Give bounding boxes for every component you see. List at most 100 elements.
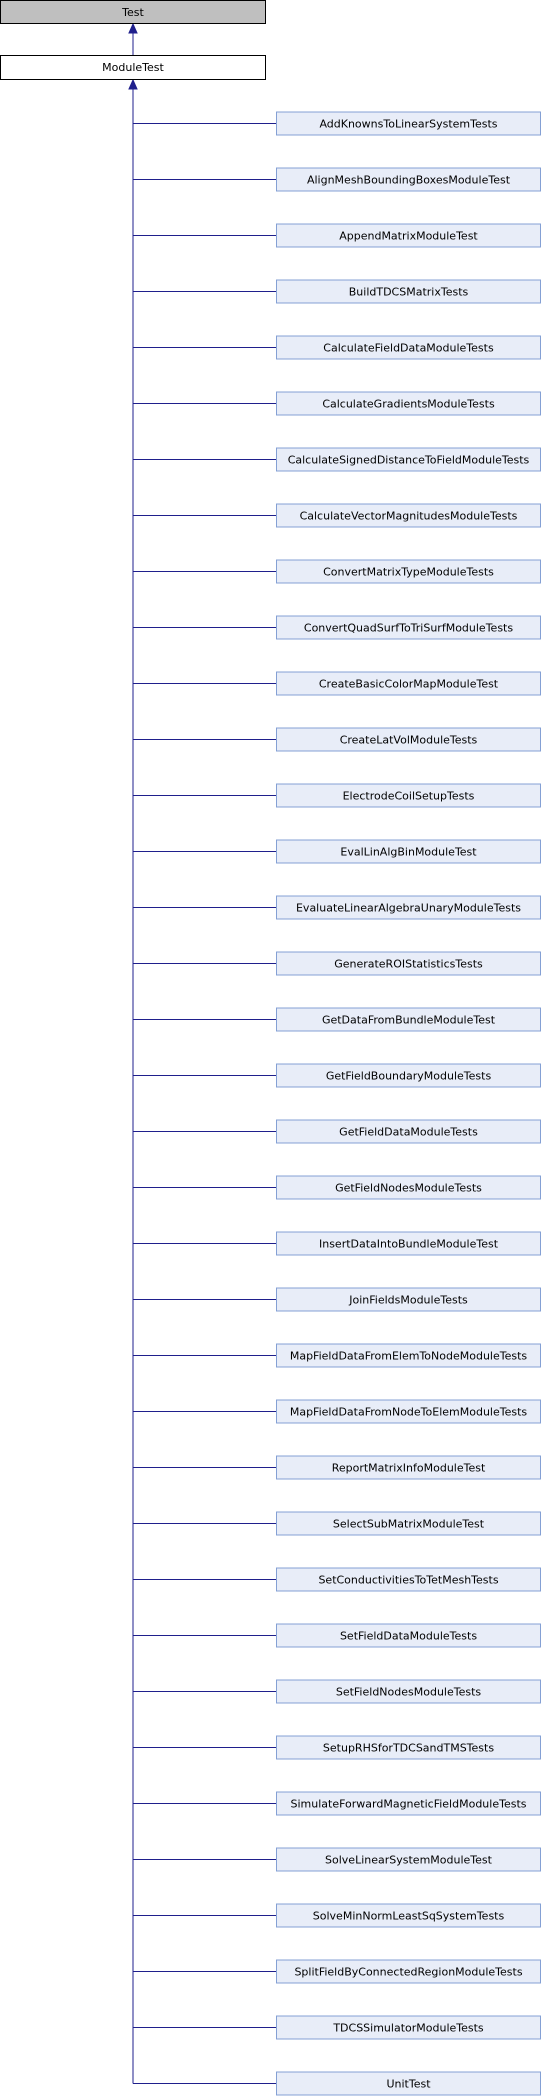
node-mapfielddatafromnodetoelemmoduletests[interactable]: MapFieldDataFromNodeToElemModuleTests: [276, 1399, 541, 1424]
node-getfieldboundarymoduletests-box: [276, 1063, 541, 1088]
node-evaluatelinearalgebraunarymoduletests-label: EvaluateLinearAlgebraUnaryModuleTests: [296, 902, 521, 915]
node-evaluatelinearalgebraunarymoduletests-box: [276, 895, 541, 920]
node-getdatafrombundlemoduletest[interactable]: GetDataFromBundleModuleTest: [276, 1007, 541, 1032]
node-setconductivitiestotetmeshtests[interactable]: SetConductivitiesToTetMeshTests: [276, 1567, 541, 1592]
inheritance-edges: [128, 22, 276, 2084]
node-evaluatelinearalgebraunarymoduletests[interactable]: EvaluateLinearAlgebraUnaryModuleTests: [276, 895, 541, 920]
node-generateroistatisticstests[interactable]: GenerateROIStatisticsTests: [276, 951, 541, 976]
node-createbasiccolormapmoduletest[interactable]: CreateBasicColorMapModuleTest: [276, 671, 541, 696]
node-setfielddatamoduletests-label: SetFieldDataModuleTests: [340, 1630, 477, 1643]
node-splitfieldbyconnectedregionmoduletests[interactable]: SplitFieldByConnectedRegionModuleTests: [276, 1959, 541, 1984]
node-test-label: Test: [121, 6, 144, 19]
node-calculatevectormagnitudesmoduletests[interactable]: CalculateVectorMagnitudesModuleTests: [276, 503, 541, 528]
node-getfieldnodesmoduletests-box: [276, 1175, 541, 1200]
node-simulateforwardmagneticfieldmoduletests-box: [276, 1791, 541, 1816]
node-insertdataintobundlemoduletest-box: [276, 1231, 541, 1256]
node-tdcssimulatormoduletests[interactable]: TDCSSimulatorModuleTests: [276, 2015, 541, 2040]
node-appendmatrixmoduletest-label: AppendMatrixModuleTest: [339, 230, 478, 243]
node-generateroistatisticstests-label: GenerateROIStatisticsTests: [334, 958, 483, 971]
node-joinfieldsmoduletests[interactable]: JoinFieldsModuleTests: [276, 1287, 541, 1312]
node-evallinalgbinmoduletest-label: EvalLinAlgBinModuleTest: [340, 846, 477, 859]
node-getfieldnodesmoduletests-label: GetFieldNodesModuleTests: [335, 1182, 482, 1195]
node-addknownstolinearsystemtests-box: [276, 111, 541, 136]
node-addknownstolinearsystemtests[interactable]: AddKnownsToLinearSystemTests: [276, 111, 541, 136]
node-getfielddatamoduletests-box: [276, 1119, 541, 1144]
node-getfieldboundarymoduletests[interactable]: GetFieldBoundaryModuleTests: [276, 1063, 541, 1088]
node-alignmeshboundingboxesmoduletest-label: AlignMeshBoundingBoxesModuleTest: [307, 174, 511, 187]
node-setconductivitiestotetmeshtests-label: SetConductivitiesToTetMeshTests: [318, 1574, 498, 1587]
node-setuprhsfortdcsandtmstests[interactable]: SetupRHSforTDCSandTMSTests: [276, 1735, 541, 1760]
node-electrodecoilsetuptests[interactable]: ElectrodeCoilSetupTests: [276, 783, 541, 808]
node-calculatesigneddistancetofieldmoduletests-box: [276, 447, 541, 472]
node-calculatevectormagnitudesmoduletests-box: [276, 503, 541, 528]
node-joinfieldsmoduletests-box: [276, 1287, 541, 1312]
node-getfieldnodesmoduletests[interactable]: GetFieldNodesModuleTests: [276, 1175, 541, 1200]
node-alignmeshboundingboxesmoduletest[interactable]: AlignMeshBoundingBoxesModuleTest: [276, 167, 541, 192]
node-mapfielddatafromelemtonodemoduletests-box: [276, 1343, 541, 1368]
node-calculatefielddatamoduletests-label: CalculateFieldDataModuleTests: [323, 342, 494, 355]
node-appendmatrixmoduletest-box: [276, 223, 541, 248]
node-simulateforwardmagneticfieldmoduletests-label: SimulateForwardMagneticFieldModuleTests: [291, 1798, 527, 1811]
node-moduletest[interactable]: ModuleTest: [0, 55, 266, 80]
node-buildtdcsmatrixtests-box: [276, 279, 541, 304]
node-setfielddatamoduletests-box: [276, 1623, 541, 1648]
node-calculatesigneddistancetofieldmoduletests[interactable]: CalculateSignedDistanceToFieldModuleTest…: [276, 447, 541, 472]
node-solvelinearsystemmoduletest-label: SolveLinearSystemModuleTest: [325, 1854, 493, 1867]
node-convertmatrixtypemoduletests-box: [276, 559, 541, 584]
node-createlatvolmoduletests[interactable]: CreateLatVolModuleTests: [276, 727, 541, 752]
node-selectsubmatrixmoduletest-label: SelectSubMatrixModuleTest: [333, 1518, 485, 1531]
node-unittest[interactable]: UnitTest: [276, 2071, 541, 2096]
node-evallinalgbinmoduletest-box: [276, 839, 541, 864]
node-createbasiccolormapmoduletest-label: CreateBasicColorMapModuleTest: [319, 678, 499, 691]
node-setfieldnodesmoduletests-label: SetFieldNodesModuleTests: [336, 1686, 482, 1699]
node-calculatevectormagnitudesmoduletests-label: CalculateVectorMagnitudesModuleTests: [300, 510, 518, 523]
node-evallinalgbinmoduletest[interactable]: EvalLinAlgBinModuleTest: [276, 839, 541, 864]
node-alignmeshboundingboxesmoduletest-box: [276, 167, 541, 192]
node-getfieldboundarymoduletests-label: GetFieldBoundaryModuleTests: [326, 1070, 492, 1083]
node-setfielddatamoduletests[interactable]: SetFieldDataModuleTests: [276, 1623, 541, 1648]
node-getdatafrombundlemoduletest-label: GetDataFromBundleModuleTest: [322, 1014, 496, 1027]
node-convertquadsurftotrisurfmoduletests-label: ConvertQuadSurfToTriSurfModuleTests: [304, 622, 513, 635]
node-createlatvolmoduletests-box: [276, 727, 541, 752]
node-convertquadsurftotrisurfmoduletests[interactable]: ConvertQuadSurfToTriSurfModuleTests: [276, 615, 541, 640]
node-solvelinearsystemmoduletest[interactable]: SolveLinearSystemModuleTest: [276, 1847, 541, 1872]
node-calculatefielddatamoduletests[interactable]: CalculateFieldDataModuleTests: [276, 335, 541, 360]
node-setconductivitiestotetmeshtests-box: [276, 1567, 541, 1592]
node-generateroistatisticstests-box: [276, 951, 541, 976]
node-createlatvolmoduletests-label: CreateLatVolModuleTests: [340, 734, 478, 747]
node-selectsubmatrixmoduletest[interactable]: SelectSubMatrixModuleTest: [276, 1511, 541, 1536]
node-mapfielddatafromelemtonodemoduletests[interactable]: MapFieldDataFromElemToNodeModuleTests: [276, 1343, 541, 1368]
node-convertmatrixtypemoduletests-label: ConvertMatrixTypeModuleTests: [323, 566, 494, 579]
node-setfieldnodesmoduletests[interactable]: SetFieldNodesModuleTests: [276, 1679, 541, 1704]
node-getfielddatamoduletests-label: GetFieldDataModuleTests: [339, 1126, 478, 1139]
node-reportmatrixinfomoduletest-label: ReportMatrixInfoModuleTest: [332, 1462, 486, 1475]
derived-classes: AddKnownsToLinearSystemTestsAlignMeshBou…: [276, 111, 541, 2096]
node-tdcssimulatormoduletests-box: [276, 2015, 541, 2040]
node-simulateforwardmagneticfieldmoduletests[interactable]: SimulateForwardMagneticFieldModuleTests: [276, 1791, 541, 1816]
node-solveminnormleastsqsystemtests[interactable]: SolveMinNormLeastSqSystemTests: [276, 1903, 541, 1928]
node-selectsubmatrixmoduletest-box: [276, 1511, 541, 1536]
node-buildtdcsmatrixtests-label: BuildTDCSMatrixTests: [349, 286, 469, 299]
node-solvelinearsystemmoduletest-box: [276, 1847, 541, 1872]
node-reportmatrixinfomoduletest[interactable]: ReportMatrixInfoModuleTest: [276, 1455, 541, 1480]
node-tdcssimulatormoduletests-label: TDCSSimulatorModuleTests: [332, 2022, 484, 2035]
node-calculategradientsmoduletests-label: CalculateGradientsModuleTests: [322, 398, 495, 411]
node-mapfielddatafromnodetoelemmoduletests-label: MapFieldDataFromNodeToElemModuleTests: [290, 1406, 528, 1419]
node-appendmatrixmoduletest[interactable]: AppendMatrixModuleTest: [276, 223, 541, 248]
node-mapfielddatafromnodetoelemmoduletests-box: [276, 1399, 541, 1424]
node-mapfielddatafromelemtonodemoduletests-label: MapFieldDataFromElemToNodeModuleTests: [290, 1350, 528, 1363]
arrowhead-moduletest: [128, 78, 138, 90]
node-convertmatrixtypemoduletests[interactable]: ConvertMatrixTypeModuleTests: [276, 559, 541, 584]
arrowhead-test: [128, 22, 138, 34]
node-insertdataintobundlemoduletest[interactable]: InsertDataIntoBundleModuleTest: [276, 1231, 541, 1256]
node-buildtdcsmatrixtests[interactable]: BuildTDCSMatrixTests: [276, 279, 541, 304]
node-test[interactable]: Test: [0, 0, 266, 24]
node-calculategradientsmoduletests[interactable]: CalculateGradientsModuleTests: [276, 391, 541, 416]
node-convertquadsurftotrisurfmoduletests-box: [276, 615, 541, 640]
node-getfielddatamoduletests[interactable]: GetFieldDataModuleTests: [276, 1119, 541, 1144]
node-calculatefielddatamoduletests-box: [276, 335, 541, 360]
node-solveminnormleastsqsystemtests-box: [276, 1903, 541, 1928]
node-unittest-box: [276, 2071, 541, 2096]
node-getdatafrombundlemoduletest-box: [276, 1007, 541, 1032]
